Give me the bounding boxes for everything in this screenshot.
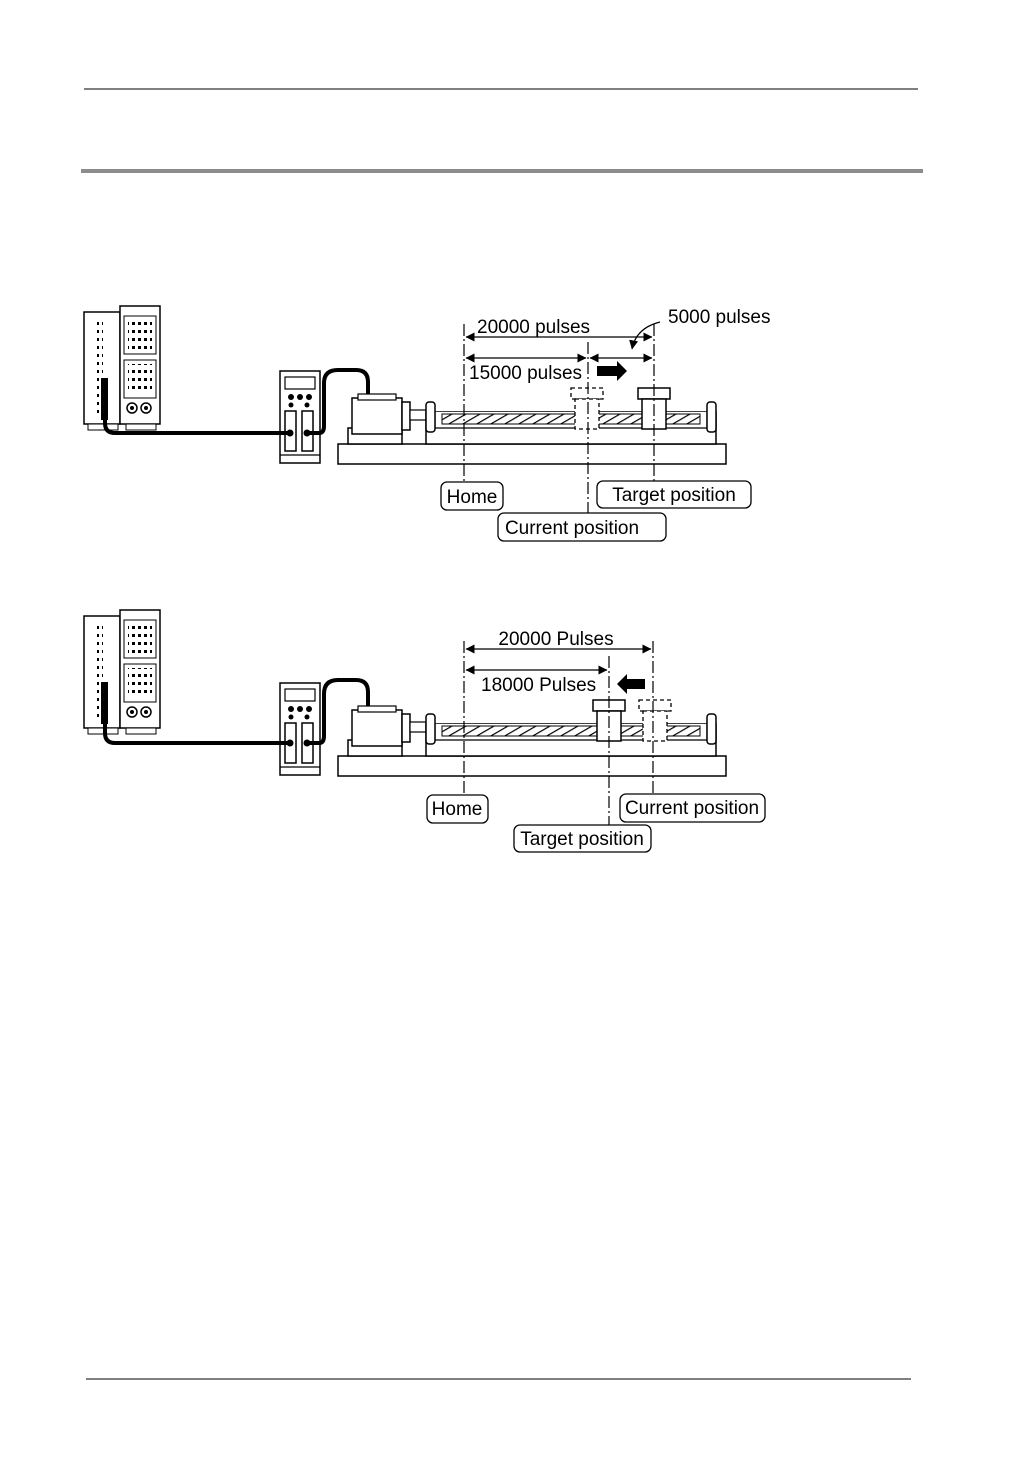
- dim-moved-text: 15000 pulses: [469, 363, 582, 384]
- home-tag-text: Home: [432, 799, 483, 820]
- slider-old-position: [571, 388, 603, 429]
- dim-total-text: 20000 pulses: [477, 317, 590, 338]
- home-tag-text: Home: [447, 487, 498, 508]
- current-tag-text: Current position: [625, 798, 759, 819]
- plc-unit: [84, 610, 160, 734]
- current-tag-text: Current position: [505, 518, 639, 539]
- move-right-arrow-icon: [597, 361, 627, 381]
- diagram-absolute-reverse: 20000 Pulses 18000 Pulses Home Current p…: [84, 610, 765, 852]
- target-tag-text: Target position: [520, 829, 644, 850]
- dim-remaining-text: 5000 pulses: [668, 307, 770, 328]
- move-left-arrow-icon: [617, 674, 645, 694]
- section-rule: [81, 169, 923, 173]
- target-tag-text: Target position: [612, 485, 736, 506]
- plc-unit: [84, 306, 160, 430]
- diagram-absolute-forward: 20000 pulses 15000 pulses 5000 pulses Ho…: [84, 306, 770, 541]
- dim-total-text: 20000 Pulses: [498, 629, 613, 650]
- dim-moved-text: 18000 Pulses: [481, 675, 596, 696]
- leader-arrow: [632, 322, 660, 349]
- ball-screw-mechanism: [338, 394, 726, 464]
- servo-driver: [280, 371, 320, 463]
- servo-driver: [280, 683, 320, 775]
- slider-old-position: [639, 700, 671, 741]
- ball-screw-mechanism: [338, 706, 726, 776]
